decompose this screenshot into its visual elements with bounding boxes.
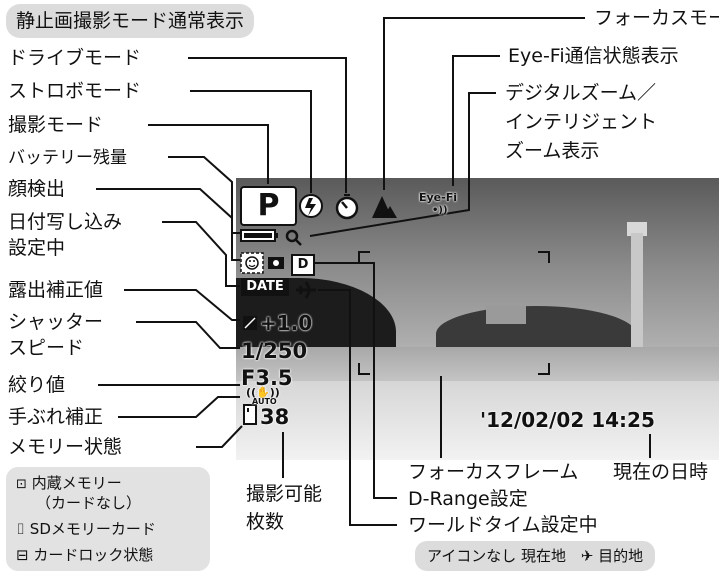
page-title: 静止画撮影モード通常表示 [6, 4, 255, 38]
label-digital-zoom: デジタルズーム／ [505, 82, 657, 104]
flash-off-icon [299, 194, 323, 218]
smile-capture-icon [268, 257, 284, 269]
exposure-comp-icon [243, 316, 257, 330]
battery-icon [240, 229, 278, 242]
label-current-datetime: 現在の日時 [613, 461, 709, 483]
label-date-imprint: 日付写し込み [8, 211, 123, 233]
focus-frame-corner-tl [358, 251, 370, 263]
label-flash-mode: ストロボモード [8, 80, 142, 102]
label-shots-remaining-2: 枚数 [246, 511, 285, 533]
exposure-value: +1.0 [260, 311, 313, 335]
shake-reduction-icon: ((✋)) [246, 386, 280, 399]
label-face-detect: 顔検出 [8, 178, 66, 200]
sd-card-status-icon [243, 404, 257, 425]
datetime-value: '12/02/02 14:25 [480, 408, 655, 432]
focus-infinity-icon [372, 196, 397, 218]
label-shake-reduction: 手ぶれ補正 [8, 406, 104, 428]
label-shutter-2: スピード [8, 337, 85, 359]
label-exposure: 露出補正値 [8, 279, 104, 301]
self-timer-icon [335, 194, 359, 220]
label-focus-mode: フォーカスモード [594, 7, 719, 29]
world-time-note: アイコンなし 現在地 ✈ 目的地 [415, 541, 656, 571]
label-drange: D-Range設定 [408, 488, 528, 510]
legend-card-lock: ⊟ カードロック状態 [16, 546, 154, 564]
legend-internal-memory: ⊡ 内蔵メモリー [16, 474, 122, 492]
drange-badge: D [291, 254, 315, 276]
note-no-icon: アイコンなし 現在地 [427, 547, 567, 565]
card-lock-icon: ⊟ [16, 546, 29, 564]
note-destination: 目的地 [598, 547, 644, 565]
label-shutter: シャッター [8, 311, 104, 333]
label-digital-zoom-2: インテリジェント [505, 111, 658, 133]
label-world-time: ワールドタイム設定中 [408, 514, 598, 536]
eyefi-icon: Eye-Fi [419, 191, 457, 204]
eyefi-signal-icon: •)) [432, 205, 448, 216]
label-date-imprint-2: 設定中 [8, 237, 66, 259]
aperture-value: F3.5 [241, 366, 293, 390]
internal-memory-icon: ⊡ [16, 477, 27, 492]
label-drive-mode: ドライブモード [8, 47, 142, 69]
preview-photo [236, 178, 719, 460]
focus-frame-corner-tr [538, 251, 550, 263]
shake-auto-label: AUTO [252, 397, 277, 406]
label-focus-frame: フォーカスフレーム [408, 461, 579, 483]
shooting-mode-icon: P [240, 186, 297, 226]
legend-internal-memory-2: （カードなし） [36, 494, 142, 512]
label-eyefi: Eye-Fi通信状態表示 [508, 45, 679, 67]
world-time-icon [296, 281, 316, 299]
date-imprint-badge: DATE [241, 278, 289, 296]
memory-legend: ⊡ 内蔵メモリー （カードなし） ⌷ SDメモリーカード ⊟ カードロック状態 [6, 467, 210, 571]
shots-value: 38 [260, 405, 290, 429]
plane-icon: ✈ [580, 547, 594, 565]
digital-zoom-icon [285, 229, 302, 246]
label-aperture: 絞り値 [8, 374, 66, 396]
label-shots-remaining: 撮影可能 [246, 483, 323, 505]
focus-frame-corner-bl [358, 363, 370, 375]
label-memory-status: メモリー状態 [8, 436, 123, 458]
label-shooting-mode: 撮影モード [8, 114, 104, 136]
label-digital-zoom-3: ズーム表示 [505, 140, 600, 162]
focus-frame-corner-br [538, 363, 550, 375]
label-battery: バッテリー残量 [8, 148, 127, 168]
sd-card-icon: ⌷ [16, 520, 26, 538]
shutter-value: 1/250 [241, 339, 308, 363]
legend-sd-card: ⌷ SDメモリーカード [16, 520, 156, 538]
face-detect-icon [240, 252, 264, 274]
